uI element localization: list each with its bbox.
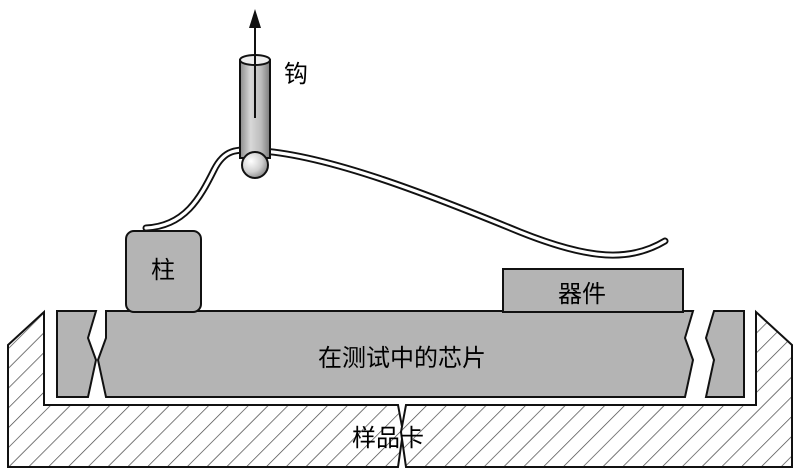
carrier-right-half [399,309,793,468]
chip-main-body [96,310,695,398]
device [502,268,684,313]
chip-left-fragment [56,310,98,398]
carrier-inner-lining [45,312,755,404]
sample-carrier [7,309,793,468]
hook-ball [241,151,269,179]
arrow-up-icon [249,9,261,118]
carrier-label: 样品卡 [352,424,424,452]
bond-wire [142,146,669,259]
post-label: 柱 [151,256,175,284]
device-label: 器件 [558,280,606,308]
chip-right-fragment [704,310,745,398]
post [125,230,202,313]
carrier-left-half [7,309,405,468]
chip-label: 在测试中的芯片 [318,344,486,372]
hook-label: 钩 [284,60,308,88]
chip-under-test [56,310,745,398]
